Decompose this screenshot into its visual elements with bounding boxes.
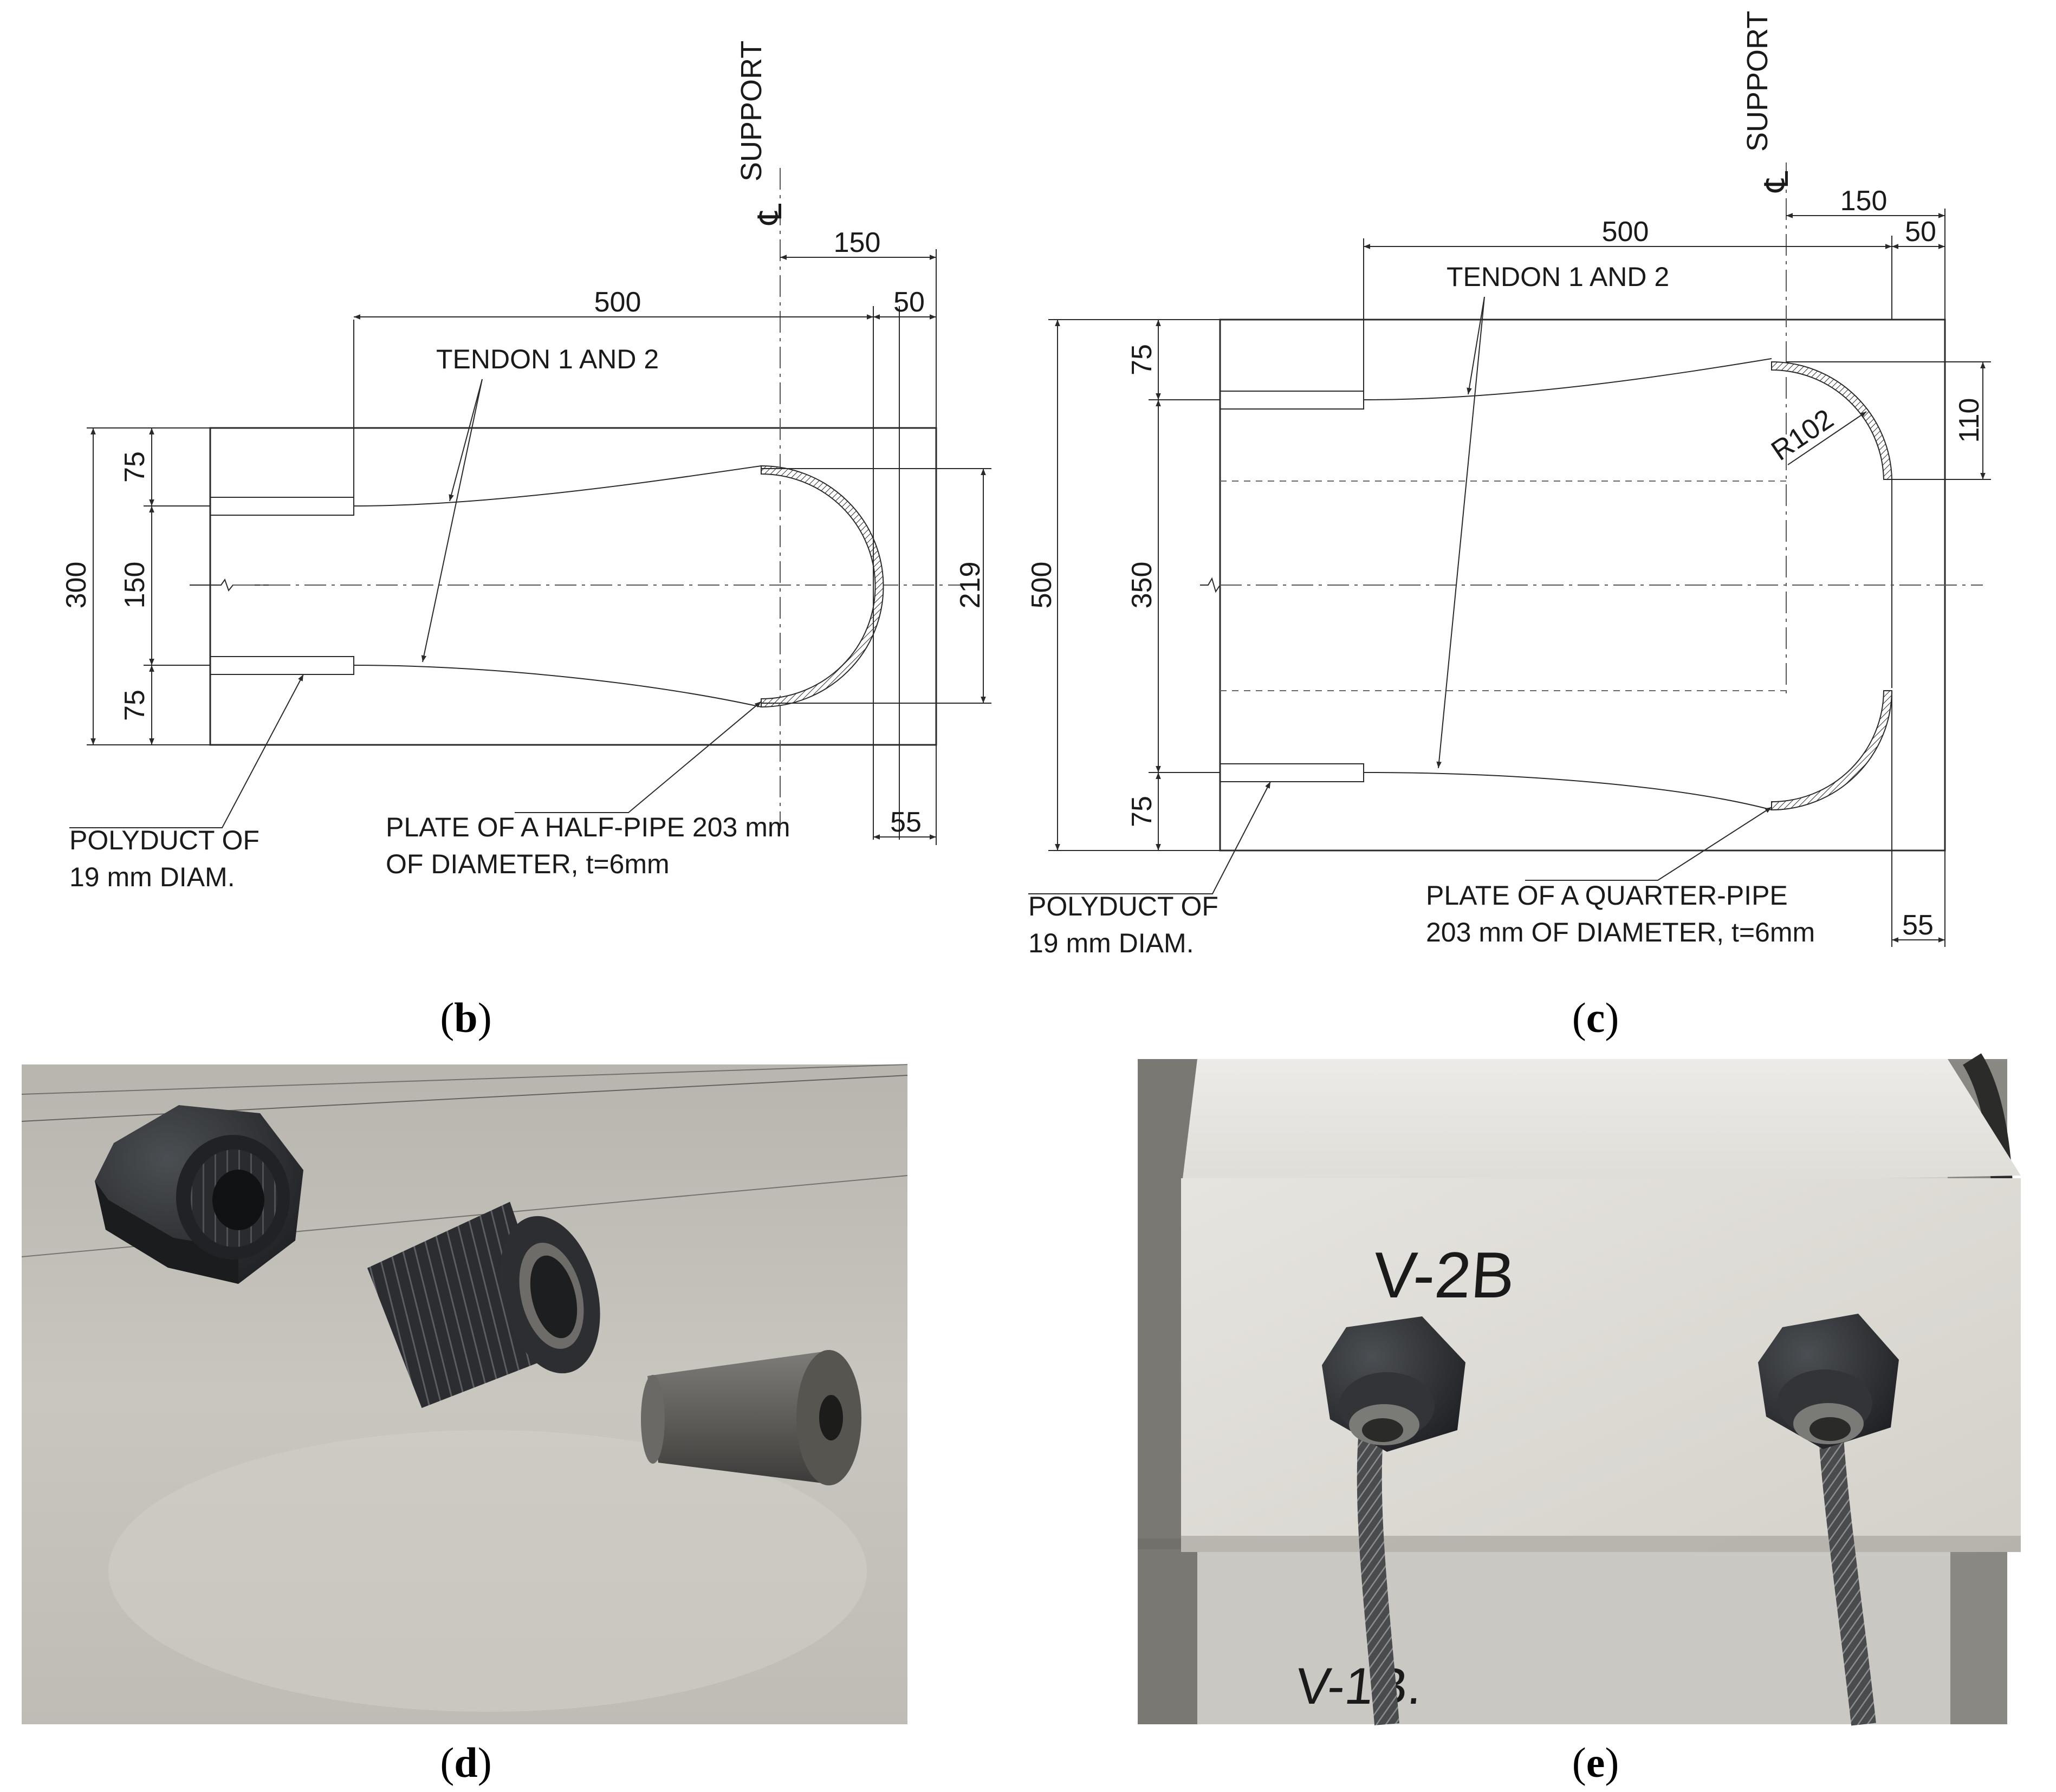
panel-b-dim-219: 219 [955,562,986,609]
panel-b-dim-500: 500 [594,287,641,318]
panel-b-dim-75-bottom: 75 [119,690,151,721]
panel-b-support-label: SUPPORT [735,41,768,181]
panel-b-plate-label-line2: OF DIAMETER, t=6mm [386,849,670,879]
panel-b-caption: (b) [440,994,491,1041]
panel-d-caption: (d) [440,1739,491,1786]
panel-b-half-pipe-plate [761,465,884,708]
panel-c-dim-500-top: 500 [1602,216,1649,248]
panel-c-quarter-pipe-plate-top [1771,361,1893,480]
panel-e-photo: V-1B. V-2B [1138,1053,2021,1726]
panel-b-centerline-symbol: ℄ [752,203,788,225]
panel-b-polyduct-bottom [210,656,354,675]
panel-c-quarter-pipe-plate-bottom [1771,690,1893,811]
panel-b-beam-outline [209,427,937,746]
upper-block-marking: V-2B [1371,1239,1517,1311]
panel-c-dim-75-top: 75 [1126,344,1158,375]
panel-c-polyduct-top [1220,391,1364,410]
panel-c-tendon-bottom [1363,772,1772,810]
panel-e-caption: (e) [1572,1739,1619,1786]
anchor-nut-right [1758,1314,1899,1449]
panel-c-plate-label-line2: 203 mm OF DIAMETER, t=6mm [1426,917,1815,947]
panel-b-polyduct-label-line2: 19 mm DIAM. [69,862,235,892]
panel-b-polyduct-top [210,497,354,516]
lower-beam-marking: V-1B. [1293,1658,1425,1715]
hex-nut [95,1105,303,1284]
panel-c-dim-75-bottom: 75 [1126,796,1158,827]
panel-c-tendon-top [1363,358,1772,400]
panel-c-dim-110: 110 [1954,398,1985,443]
panel-d-photo [21,1064,908,1724]
panel-c-break-symbol [1200,577,1221,593]
panel-b-dim-75-top: 75 [119,451,151,483]
panel-b-dim-300: 300 [61,562,92,609]
strand-right [1819,1437,1876,1726]
panel-c-caption: (c) [1572,994,1619,1041]
panel-c-centerline-symbol: ℄ [1759,171,1795,193]
conical-wedge [641,1350,861,1485]
panel-b-polyduct-label-line1: POLYDUCT OF [69,825,260,855]
panel-b-drawing: 500 50 150 300 75 150 75 219 55 SUP [61,41,991,892]
panel-c-polyduct-label-line2: 19 mm DIAM. [1028,928,1194,958]
panel-b-dim-150-mid: 150 [119,562,151,609]
panel-b-tendon-label: TENDON 1 AND 2 [436,344,659,374]
panel-c-dim-50: 50 [1905,216,1936,248]
panel-c-dim-55: 55 [1902,910,1934,941]
panel-c-tendon-label: TENDON 1 AND 2 [1447,262,1669,292]
panel-c-polyduct-bottom [1220,763,1364,782]
panel-c-radius-label: R102 [1766,403,1839,467]
panel-c-dim-500-left: 500 [1026,562,1058,609]
panel-c-drawing: 500 50 150 500 75 350 75 110 R102 [1026,11,1991,958]
panel-c-dim-150: 150 [1840,185,1888,217]
panel-b-dim-55: 55 [890,807,922,838]
upper-block-top-face [1181,1059,2021,1192]
panel-c-support-label: SUPPORT [1741,11,1774,152]
panel-c-polyduct-label-line1: POLYDUCT OF [1028,891,1218,921]
panel-c-dim-350: 350 [1126,562,1158,609]
lower-beam-face [1197,1538,1950,1724]
panel-b-dim-50: 50 [893,287,925,318]
threaded-barrel [367,1202,600,1408]
panel-b-tendon-bottom [353,665,762,707]
panel-b-dim-150: 150 [834,227,881,258]
panel-b-tendon-top [353,465,762,507]
panel-c-plate-label-line1: PLATE OF A QUARTER-PIPE [1426,880,1788,911]
anchor-nut-left [1322,1316,1465,1452]
panel-b-plate-label-line1: PLATE OF A HALF-PIPE 203 mm [386,812,790,842]
strand-left [1357,1437,1399,1725]
